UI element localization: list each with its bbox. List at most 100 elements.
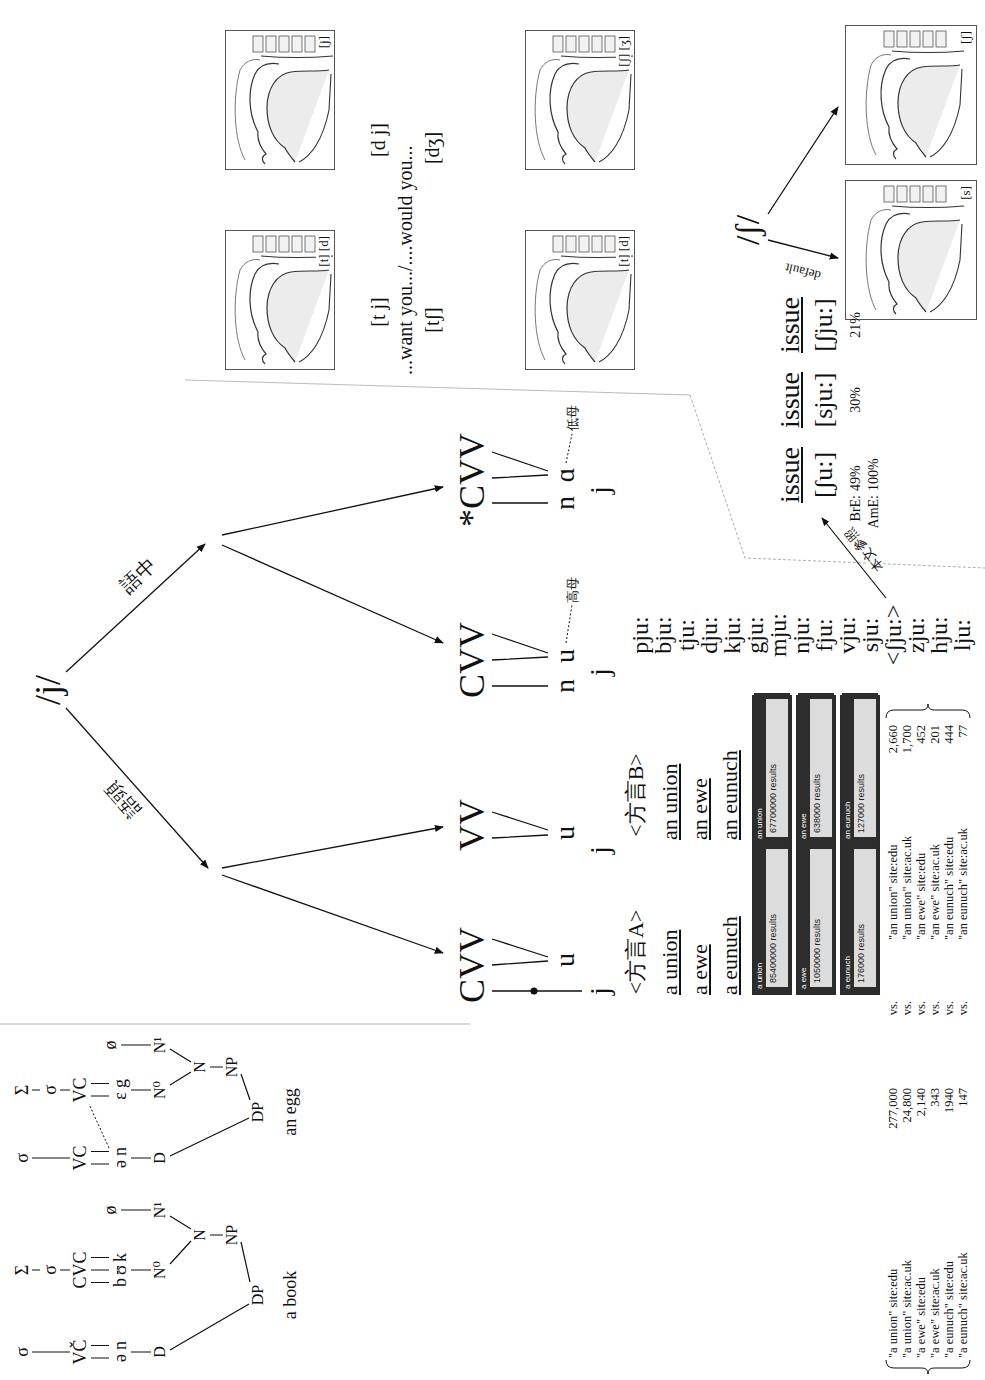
query-cell: 1940: [943, 1088, 956, 1113]
ipa-item: kju:: [720, 616, 744, 653]
phoneme-label: default: [784, 261, 822, 282]
query-cell: 2,660: [887, 725, 900, 753]
result-count-box: 67700000 results: [766, 699, 788, 837]
tract-illustration-box: [s]: [845, 180, 977, 320]
tree-label: VC: [71, 1145, 89, 1170]
tree-label: N¹: [152, 1037, 168, 1053]
arrow: [222, 827, 443, 868]
tree-label: VČ: [71, 1339, 89, 1364]
tree-label: σ: [13, 1153, 31, 1163]
phone-label: [s]: [958, 184, 973, 202]
table-cell: [ʃu:]: [811, 452, 837, 498]
table-cell: 21%: [849, 312, 863, 338]
tree-label: D: [152, 1346, 168, 1358]
brace: [886, 1360, 970, 1374]
ipa-item: gju:: [743, 616, 767, 653]
search-result-panel: an union67700000 results: [754, 693, 790, 843]
tree-label: Σ: [13, 1265, 31, 1275]
query-tab: an eunuch: [844, 697, 852, 839]
arrow: [222, 487, 443, 535]
query-cell: vs.: [957, 1001, 970, 1015]
tree-label: k: [111, 1253, 129, 1262]
resyllabification-link: [89, 1104, 109, 1148]
query-tab: a union: [756, 847, 764, 989]
note-label: 本文参照: [841, 524, 886, 576]
search-result-panel: a union 85400000 results: [754, 843, 790, 993]
example-label: [dʒ]: [422, 132, 442, 164]
search-result-panel: an ewe638000 results: [798, 693, 834, 843]
structure-label: ɑ: [551, 468, 579, 483]
structure-label: VV: [454, 799, 490, 851]
ipa-item: nju:: [789, 616, 813, 653]
structure-label: j: [586, 846, 614, 854]
query-cell: "a union" site:edu: [887, 1269, 900, 1358]
dialect-label: <方言B>: [625, 753, 647, 837]
tree-label: a book: [281, 1271, 299, 1320]
vocal-tract: [866, 186, 964, 314]
tract-illustration-box: [ʃ] [ʒ]: [525, 30, 635, 170]
arrow: [768, 240, 838, 258]
query-cell: 343: [929, 1088, 942, 1107]
result-count-box: 176000 results: [854, 849, 876, 987]
query-cell: 277,000: [887, 1088, 900, 1129]
query-cell: 201: [929, 725, 942, 744]
tree-label: ə: [111, 1160, 129, 1168]
structure-label: 語中: [117, 554, 160, 596]
table-cell: issue: [776, 297, 804, 353]
phone-label: [t] [d]: [616, 234, 631, 269]
query-cell: "a ewe" site:ac.uk: [929, 1268, 942, 1358]
query-cell: 2,140: [915, 1088, 928, 1116]
tree-label: VC: [71, 1077, 89, 1102]
query-tab: a eunuch: [844, 847, 852, 989]
arrow: [222, 875, 443, 953]
query-cell: 452: [915, 725, 928, 744]
brace: [886, 704, 970, 718]
structure-label: j: [586, 668, 614, 676]
tree-label: σ: [13, 1347, 31, 1357]
query-cell: 444: [943, 725, 956, 744]
ipa-item: sju:: [858, 618, 882, 653]
query-cell: vs.: [901, 1001, 914, 1015]
tree-label: CVC: [71, 1251, 89, 1288]
result-count: 85400000 results: [769, 853, 778, 983]
tree-label: DP: [250, 1285, 266, 1305]
phone-label: [ʃ]: [958, 29, 973, 46]
tree-label: ɛ: [111, 1092, 129, 1100]
table-cell: issue: [776, 447, 804, 503]
tree-label: N: [192, 1229, 208, 1241]
structure-label: /j/: [30, 675, 66, 705]
result-count-box: 127000 results: [854, 699, 876, 837]
structure-label: u: [551, 649, 579, 663]
dialect-label: a eunuch: [719, 916, 741, 995]
tree-lines: [32, 1210, 250, 1358]
ipa-item: fju:: [812, 618, 836, 651]
table-cell: 49%: [849, 465, 863, 491]
query-cell: 24,800: [901, 1088, 914, 1122]
ipa-item: mju:: [766, 613, 790, 657]
structure-label: u: [551, 826, 579, 840]
structure-label: j: [586, 486, 614, 494]
table-cell: AmE:: [867, 495, 881, 528]
table-cell: BrE:: [849, 495, 863, 521]
association-lines: [492, 452, 582, 991]
tract-illustration-box: [j]: [225, 30, 335, 170]
query-tab: an union: [756, 697, 764, 839]
example-label: [tʃ]: [422, 307, 442, 333]
tree-label: ʊ: [111, 1265, 129, 1275]
arrow: [66, 544, 205, 672]
structure-label: u: [551, 953, 579, 967]
vocal-tract: [235, 36, 333, 164]
phone-label: [ʃ] [ʒ]: [616, 34, 631, 69]
tree-label: σ: [41, 1265, 59, 1275]
query-cell: vs.: [915, 1001, 928, 1015]
tree-label: b: [111, 1278, 129, 1287]
tree-label: ə: [111, 1354, 129, 1362]
tree-label: g: [111, 1079, 129, 1088]
tract-illustration-box: [ʃ]: [845, 25, 977, 165]
phone-label: [t] [d]: [316, 234, 331, 269]
dialect-label: a ewe: [689, 944, 711, 995]
arrow: [66, 708, 208, 868]
structure-label: CVV: [454, 927, 490, 1003]
